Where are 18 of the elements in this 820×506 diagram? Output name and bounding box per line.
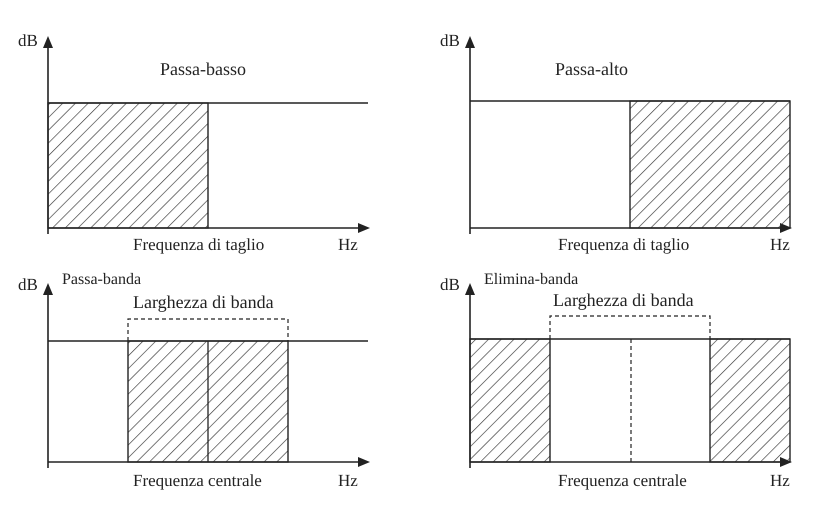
plot-title: Elimina-banda xyxy=(484,272,578,288)
axis-label: Hz xyxy=(338,236,358,253)
axis-annotation: Frequenza di taglio xyxy=(133,236,264,253)
axis-annotation: Frequenza centrale xyxy=(558,472,687,489)
axis-annotation: Larghezza di banda xyxy=(133,293,274,311)
axis-annotation: Frequenza di taglio xyxy=(558,236,690,253)
plot-title: Passa-banda xyxy=(62,272,142,288)
axis-annotation: Frequenza centrale xyxy=(133,472,262,489)
axis-label: dB xyxy=(18,32,38,49)
axis-annotation: Larghezza di banda xyxy=(553,291,694,309)
axis-label: Hz xyxy=(338,472,358,489)
axis-label: dB xyxy=(440,276,460,293)
axis-label: Hz xyxy=(770,236,790,253)
plot-title: Passa-basso xyxy=(160,60,246,78)
axis-label: dB xyxy=(440,32,460,49)
axis-label: Hz xyxy=(770,472,790,489)
axis-label: dB xyxy=(18,276,38,293)
plot-title: Passa-alto xyxy=(555,60,628,78)
